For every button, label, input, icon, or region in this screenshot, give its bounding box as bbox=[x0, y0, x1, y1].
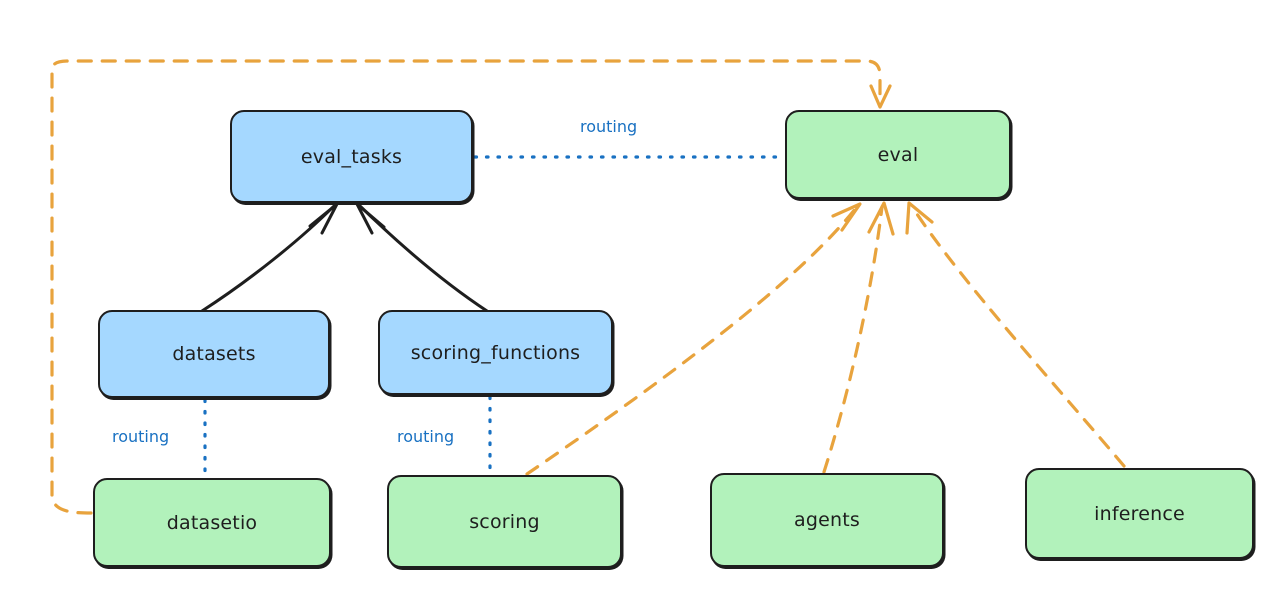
node-scoring-functions[interactable]: scoring_functions bbox=[378, 310, 613, 395]
node-label: inference bbox=[1094, 502, 1185, 525]
node-eval[interactable]: eval bbox=[785, 110, 1011, 199]
node-label: scoring_functions bbox=[410, 341, 581, 364]
edge-inference-to-eval bbox=[905, 201, 1126, 468]
node-label: datasetio bbox=[166, 511, 258, 534]
edge-label-routing-datasets: routing bbox=[112, 427, 170, 446]
node-inference[interactable]: inference bbox=[1025, 468, 1254, 559]
node-datasetio[interactable]: datasetio bbox=[93, 478, 331, 567]
edge-scoring-functions-to-eval-tasks bbox=[355, 202, 489, 313]
edge-agents-to-eval bbox=[822, 201, 895, 474]
node-eval-tasks[interactable]: eval_tasks bbox=[230, 110, 473, 203]
node-label: eval bbox=[877, 143, 919, 166]
node-agents[interactable]: agents bbox=[710, 473, 944, 567]
edge-datasetio-to-eval bbox=[50, 59, 892, 515]
node-scoring[interactable]: scoring bbox=[387, 475, 622, 568]
node-label: scoring bbox=[469, 510, 540, 533]
node-datasets[interactable]: datasets bbox=[98, 310, 330, 398]
edge-scoring-to-eval bbox=[525, 202, 862, 476]
edge-label-routing-scoring-functions: routing bbox=[397, 427, 455, 446]
node-label: datasets bbox=[172, 343, 256, 365]
node-label: eval_tasks bbox=[300, 145, 403, 168]
node-label: agents bbox=[794, 509, 860, 531]
edge-label-routing-eval-tasks: routing bbox=[580, 117, 638, 136]
edge-datasets-to-eval-tasks bbox=[200, 202, 339, 313]
